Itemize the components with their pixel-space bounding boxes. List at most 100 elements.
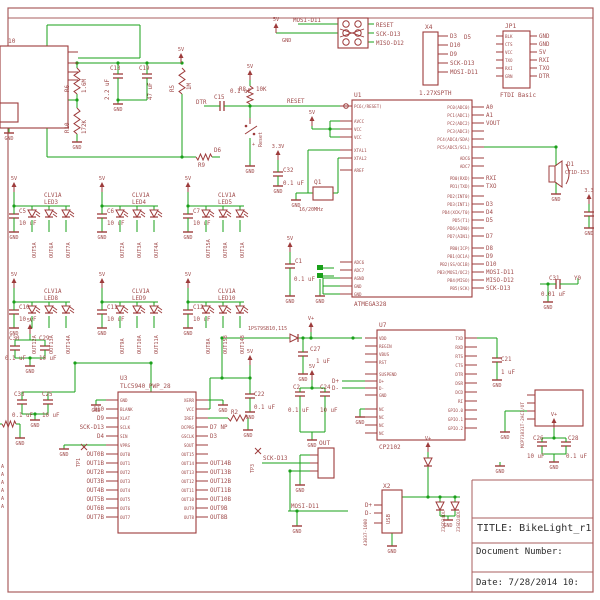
part-name: X4 xyxy=(425,24,433,31)
pin-name: SIN xyxy=(120,434,128,439)
led-icon xyxy=(123,210,129,215)
led-icon xyxy=(69,213,75,218)
led-icon xyxy=(35,306,41,311)
gnd-label: GND xyxy=(543,305,552,311)
pin-name: NC xyxy=(379,423,385,428)
junction-dot xyxy=(220,336,224,340)
net-label: A xyxy=(1,488,4,494)
part-name: LED3 xyxy=(44,200,58,206)
net-label: D9 xyxy=(97,416,104,422)
part-name: JP1 xyxy=(505,23,516,30)
pin-name: DTR xyxy=(455,372,463,377)
net-label: R5 xyxy=(170,85,176,92)
junction-dot xyxy=(180,155,184,159)
gnd-label: GND xyxy=(183,331,192,337)
led-icon xyxy=(157,306,163,311)
pin-name: OUT4 xyxy=(120,488,131,493)
inverter-bubble xyxy=(343,103,349,109)
junction-dot xyxy=(100,204,104,208)
net-label: 43037-1000 xyxy=(363,519,369,546)
diode xyxy=(450,501,460,512)
pin-name: GND xyxy=(354,284,362,289)
pin-name: PD4(XCK/T0) xyxy=(442,210,470,215)
net-label: Z3SD24DL xyxy=(456,510,462,532)
led-icon xyxy=(52,213,58,218)
part-name: OUT xyxy=(319,440,330,447)
gnd-label: GND xyxy=(15,441,24,447)
net-label: MOSI-D11 xyxy=(293,18,321,24)
led-icon xyxy=(123,213,129,218)
resistor xyxy=(227,413,249,423)
gnd-label: GND xyxy=(387,549,396,555)
gnd-label: GND xyxy=(113,107,122,113)
net-label: D3 xyxy=(450,34,457,40)
gnd-label: GND xyxy=(273,189,282,195)
net-label: SCK-D13 xyxy=(486,286,511,292)
led-icon xyxy=(69,210,75,215)
power-label: V+ xyxy=(425,436,431,442)
gnd-label: GND xyxy=(9,235,18,241)
net-label: USB xyxy=(386,513,392,524)
pin-name: PC5(ADC5/SCL) xyxy=(437,145,470,150)
pin-name: AREF xyxy=(354,168,365,173)
led-icon xyxy=(140,309,146,314)
pin-name: PC3(ADC3) xyxy=(447,129,470,134)
net-label: D5 xyxy=(486,218,493,224)
net-label: DTR xyxy=(196,100,207,106)
net-label: OUT11A xyxy=(154,334,160,354)
net-label: OUT2A xyxy=(120,242,126,258)
net-label: OUT14B xyxy=(210,461,231,467)
net-label: 1.6M xyxy=(82,79,88,93)
net-label: OUT5B xyxy=(87,497,105,503)
part-name: C10 xyxy=(19,305,30,311)
pin-name: PD3(INT1) xyxy=(447,202,470,207)
net-label: R9 xyxy=(198,163,205,169)
led-icon xyxy=(52,210,58,215)
gnd-label: GND xyxy=(355,420,364,426)
pin-name: DSR xyxy=(455,381,463,386)
pin-name: RI xyxy=(458,399,464,404)
net-label: C15 xyxy=(214,95,225,101)
power-label: 5V xyxy=(247,64,253,70)
power-arrow xyxy=(273,23,279,28)
net-label: 16/20MHz xyxy=(299,207,323,213)
power-label: 5V xyxy=(185,176,191,182)
pin-name: DCD xyxy=(455,390,463,395)
led-icon xyxy=(61,209,71,219)
net-label: 0.01 uF xyxy=(541,292,566,298)
led-icon xyxy=(201,305,211,315)
net-label: A xyxy=(1,496,4,502)
part-value: 10 uF xyxy=(19,317,37,323)
net-label: C21 xyxy=(501,357,512,363)
net-label: Z3SD24DL xyxy=(441,510,447,532)
pin-name: OUT2 xyxy=(120,470,131,475)
part-name: C11 xyxy=(107,305,118,311)
pin-name: GND xyxy=(120,398,128,403)
net-label: 1 uF xyxy=(501,370,515,376)
isp-pad xyxy=(354,29,362,37)
isp-pad xyxy=(354,20,362,28)
gnd-label: GND xyxy=(97,235,106,241)
net-label: D9 xyxy=(450,52,457,58)
power-arrow xyxy=(586,194,592,199)
junction-dot xyxy=(309,336,313,340)
net-label: 172K xyxy=(82,120,88,134)
led-icon xyxy=(243,309,249,314)
net-label: 0.1 uF xyxy=(288,408,309,414)
pin-name: OUT9 xyxy=(184,506,195,511)
led-icon xyxy=(123,306,129,311)
pin-name: SCLK xyxy=(120,425,131,430)
net-label: 10 uF xyxy=(320,408,338,414)
power-label: 5V xyxy=(273,17,279,23)
resistor xyxy=(195,152,213,162)
led-icon xyxy=(140,306,146,311)
pin-name: IREF xyxy=(184,416,195,421)
part-name: LED4 xyxy=(132,200,146,206)
gnd-label: GND xyxy=(4,136,13,142)
net-label: RESET xyxy=(376,23,394,29)
part-name: CLV1A xyxy=(132,193,150,199)
part-name: CLV1A xyxy=(132,289,150,295)
net-label: OUT0B xyxy=(87,452,105,458)
net-label: MOSI-D11 xyxy=(291,504,319,510)
